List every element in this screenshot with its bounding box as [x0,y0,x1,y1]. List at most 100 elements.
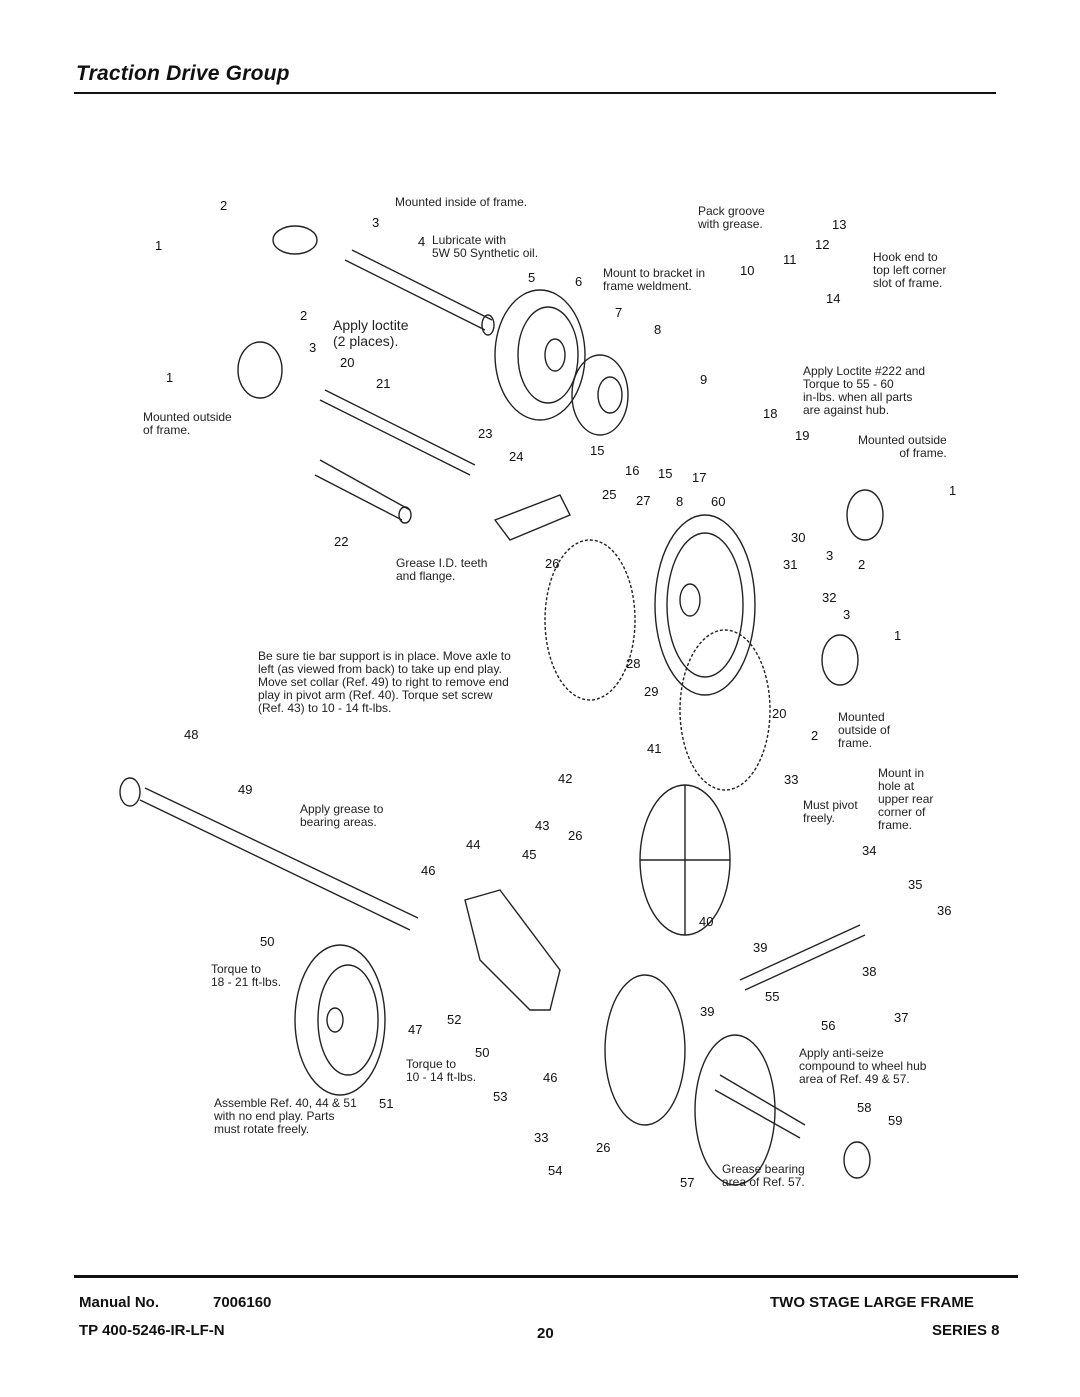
ref-number: 1 [155,238,163,253]
parts-diagram [100,180,980,1200]
ref-number: 49 [238,782,253,797]
ref-number: 48 [184,727,199,742]
ref-number: 2 [220,198,228,213]
ref-number: 19 [795,428,810,443]
manual-number: 7006160 [213,1294,272,1311]
ref-number: 43 [535,818,550,833]
note-hook-end: Hook end to top left corner slot of fram… [873,250,947,290]
ref-number: 46 [421,863,436,878]
upper-axle [344,249,495,336]
ref-number: 47 [408,1022,423,1037]
gear-lower-1 [604,974,686,1126]
output-shaft [714,1074,871,1179]
ref-number: 56 [821,1018,836,1033]
ref-number: 1 [894,628,902,643]
ref-number: 17 [692,470,707,485]
ref-number: 27 [636,493,651,508]
note-must-pivot: Must pivot freely. [803,798,858,825]
shift-rod [739,924,866,991]
ref-number: 40 [699,914,714,929]
ref-number: 28 [626,656,641,671]
note-apply-loctite: Apply loctite (2 places). [333,317,409,349]
note-mount-bracket: Mount to bracket in frame weldment. [603,266,706,293]
ref-number: 60 [711,494,726,509]
ref-number: 2 [300,308,308,323]
ref-number: 20 [772,706,787,721]
bracket-plate [493,494,571,541]
pivot-arm [464,889,561,1011]
ref-number: 41 [647,741,662,756]
note-mounted-outside-left: Mounted outside of frame. [143,410,232,437]
note-mounted-inside: Mounted inside of frame. [395,195,528,209]
ref-number: 9 [700,372,708,387]
hub [571,354,629,436]
ref-number: 26 [545,556,560,571]
ref-number: 24 [509,449,524,464]
note-mounted-outside-frame: Mounted outside of frame. [838,710,891,750]
ref-number: 7 [615,305,623,320]
ref-number: 50 [260,934,275,949]
ref-number: 1 [949,483,957,498]
disc [639,784,731,936]
ref-number: 21 [376,376,391,391]
series-label: SERIES 8 [932,1322,1000,1339]
footer-rule [74,1275,1018,1278]
ref-number: 15 [658,466,673,481]
ref-number: 31 [783,557,798,572]
manual-label: Manual No. [79,1294,160,1311]
ref-number: 25 [602,487,617,502]
ref-number: 35 [908,877,923,892]
ref-number: 13 [832,217,847,232]
ref-number: 30 [791,530,806,545]
gear-large-1 [544,539,636,701]
roller [314,459,412,524]
ref-number: 3 [309,340,317,355]
second-axle [319,389,476,476]
ref-number: 58 [857,1100,872,1115]
ref-number: 55 [765,989,780,1004]
note-grease-teeth: Grease I.D. teeth and flange. [396,556,488,583]
ref-number: 39 [753,940,768,955]
gear-large-2 [654,514,756,696]
upper-pulley [494,289,586,421]
ref-number: 38 [862,964,877,979]
ref-number: 42 [558,771,573,786]
note-anti-seize: Apply anti-seize compound to wheel hub a… [799,1046,927,1086]
ref-number: 10 [740,263,755,278]
ref-number: 39 [700,1004,715,1019]
note-apply-grease: Apply grease to bearing areas. [300,802,384,829]
note-tie-bar: Be sure tie bar support is in place. Mov… [258,649,511,715]
ref-number: 2 [811,728,819,743]
note-grease-bearing: Grease bearing area of Ref. 57. [722,1162,805,1189]
ref-number: 20 [340,355,355,370]
lower-pulley [294,944,386,1096]
ref-number: 37 [894,1010,909,1025]
ref-number: 3 [826,548,834,563]
gear-lower-2 [694,1034,776,1186]
ref-number: 26 [568,828,583,843]
ref-number: 22 [334,534,349,549]
title-rule [74,92,996,94]
ref-number: 6 [575,274,583,289]
ref-number: 3 [843,607,851,622]
ref-number: 45 [522,847,537,862]
note-torque-18: Torque to 18 - 21 ft-lbs. [211,962,282,989]
ref-number: 32 [822,590,837,605]
note-lubricate: Lubricate with 5W 50 Synthetic oil. [432,233,539,260]
note-mounted-outside-right: Mounted outside of frame. [858,433,947,460]
note-pack-groove: Pack groove with grease. [698,204,765,231]
tp-number: TP 400-5246-IR-LF-N [79,1322,225,1339]
product-name: TWO STAGE LARGE FRAME [770,1294,974,1311]
note-assemble: Assemble Ref. 40, 44 & 51 with no end pl… [214,1096,357,1136]
ref-number: 15 [590,443,605,458]
page-number: 20 [537,1325,554,1342]
ref-number: 52 [447,1012,462,1027]
ref-number: 50 [475,1045,490,1060]
gear-large-3 [679,629,771,791]
ref-number: 16 [625,463,640,478]
ref-number: 12 [815,237,830,252]
ref-number: 44 [466,837,481,852]
ref-number: 46 [543,1070,558,1085]
ref-number: 11 [783,252,797,267]
ref-number: 8 [654,322,662,337]
